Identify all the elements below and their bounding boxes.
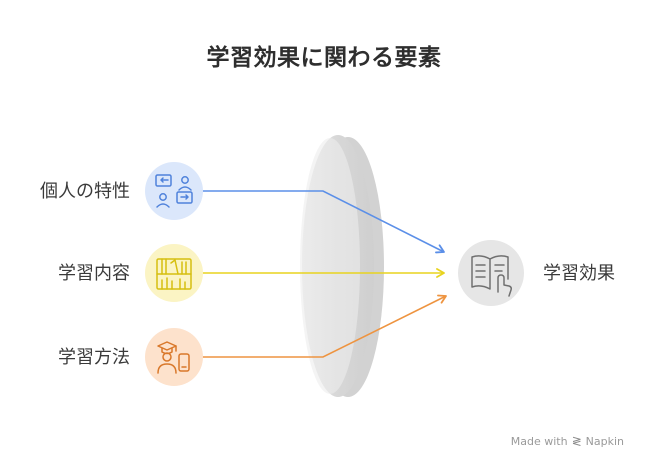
footer-brand: Napkin bbox=[585, 434, 624, 448]
napkin-logo-icon: ≷ bbox=[571, 434, 582, 448]
input-label-2: 学習内容 bbox=[58, 263, 130, 284]
teacher-device-icon bbox=[157, 341, 190, 374]
footer-credit: Made with ≷ Napkin bbox=[511, 434, 624, 448]
bookshelf-icon bbox=[156, 258, 192, 290]
input-label-3: 学習方法 bbox=[58, 347, 130, 368]
output-label: 学習効果 bbox=[543, 263, 615, 284]
footer-made-with: Made with bbox=[510, 434, 568, 448]
input-node-3: 学習方法 bbox=[58, 328, 203, 386]
input-node-1: 個人の特性 bbox=[40, 162, 203, 220]
people-chat-icon bbox=[155, 174, 193, 208]
input-label-1: 個人の特性 bbox=[40, 181, 130, 202]
connector-arrow-3 bbox=[200, 294, 447, 358]
output-node: 学習効果 bbox=[458, 240, 615, 306]
input-node-2: 学習内容 bbox=[58, 244, 203, 302]
open-book-touch-icon bbox=[471, 255, 512, 297]
lens-shape bbox=[300, 135, 384, 397]
connector-arrow-1 bbox=[200, 190, 445, 254]
diagram-title: 学習効果に関わる要素 bbox=[206, 45, 442, 71]
